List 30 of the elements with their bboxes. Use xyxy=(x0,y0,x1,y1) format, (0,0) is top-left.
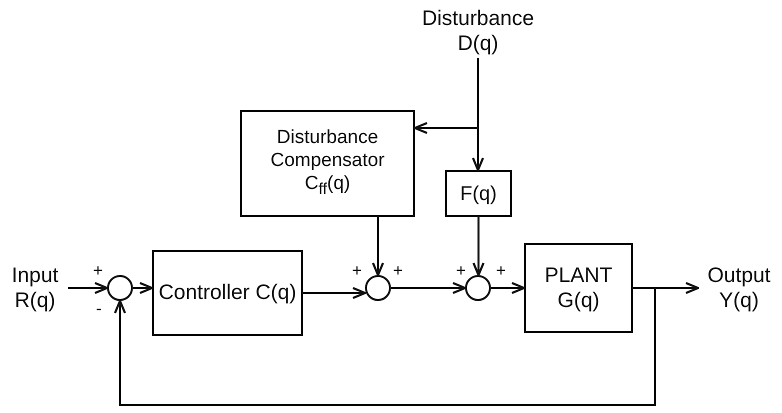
sign-label: + xyxy=(352,262,362,279)
signal-text: Disturbance D(q) xyxy=(420,6,536,56)
arrow xyxy=(472,58,484,172)
summing-junction xyxy=(107,275,133,301)
arrow xyxy=(303,286,366,300)
block-box xyxy=(524,243,633,333)
block-text: Controller C(q) xyxy=(158,280,298,306)
sign-label: + xyxy=(93,262,103,279)
signal-text: Output Y(q) xyxy=(706,262,772,314)
sign-label: + xyxy=(456,262,466,279)
signal-text: Input R(q) xyxy=(10,262,60,314)
block-text: C$_{ff}$(q) xyxy=(304,172,352,200)
block-box xyxy=(445,170,512,217)
summing-junction xyxy=(365,275,391,301)
sign-label: - xyxy=(96,300,102,317)
arrow xyxy=(472,217,485,276)
arrow xyxy=(372,217,384,276)
block-box xyxy=(152,250,303,336)
arrow xyxy=(114,287,656,406)
arrow xyxy=(491,282,526,294)
block-text: PLANT G(q) xyxy=(544,262,614,314)
block-box xyxy=(240,110,415,217)
summing-junction xyxy=(465,275,491,301)
arrow xyxy=(391,282,466,294)
arrow xyxy=(68,282,108,294)
block-text: F(q) xyxy=(459,182,498,206)
sign-label: + xyxy=(496,262,506,279)
arrow xyxy=(133,282,154,294)
block-text: Disturbance Compensator xyxy=(269,127,386,173)
sign-label: + xyxy=(393,262,403,279)
